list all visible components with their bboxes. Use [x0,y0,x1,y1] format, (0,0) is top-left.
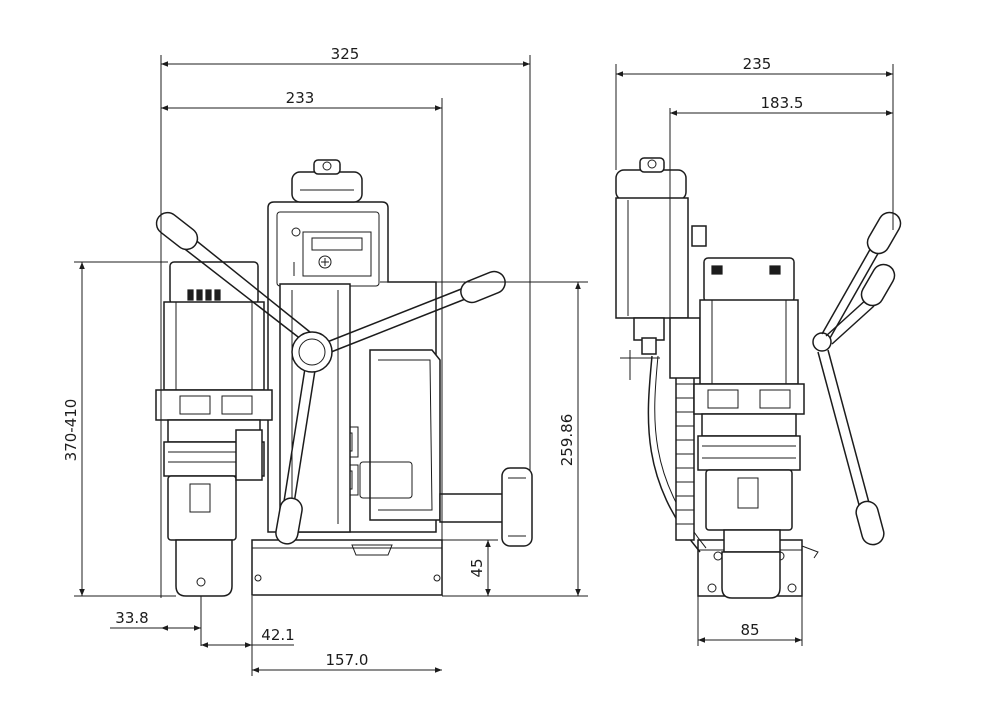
front-view: 325 233 370-410 259.86 45 33.8 42.1 [62,45,588,676]
side-dimensions: 235 183.5 85 [615,55,894,646]
dim-183-5: 183.5 [761,94,804,112]
dim-45: 45 [468,558,486,577]
dim-370-410: 370-410 [62,399,80,462]
side-feed-handles [812,211,902,546]
handle-hub [291,331,333,373]
dim-42-1: 42.1 [261,626,294,644]
side-view: 235 183.5 85 [615,55,902,646]
dim-85: 85 [740,621,759,639]
feed-handles [155,211,506,545]
arbor-knob [501,467,533,547]
top-cap [291,171,363,203]
dim-235: 235 [743,55,772,73]
front-dimensions: 325 233 370-410 259.86 45 33.8 42.1 [62,45,588,676]
dim-325: 325 [331,45,360,63]
dim-157-0: 157.0 [326,651,369,669]
magnetic-base [251,539,443,596]
dim-233: 233 [286,89,315,107]
motor-housing [169,261,259,305]
dim-33-8: 33.8 [115,609,148,627]
dim-259-86: 259.86 [558,414,576,467]
